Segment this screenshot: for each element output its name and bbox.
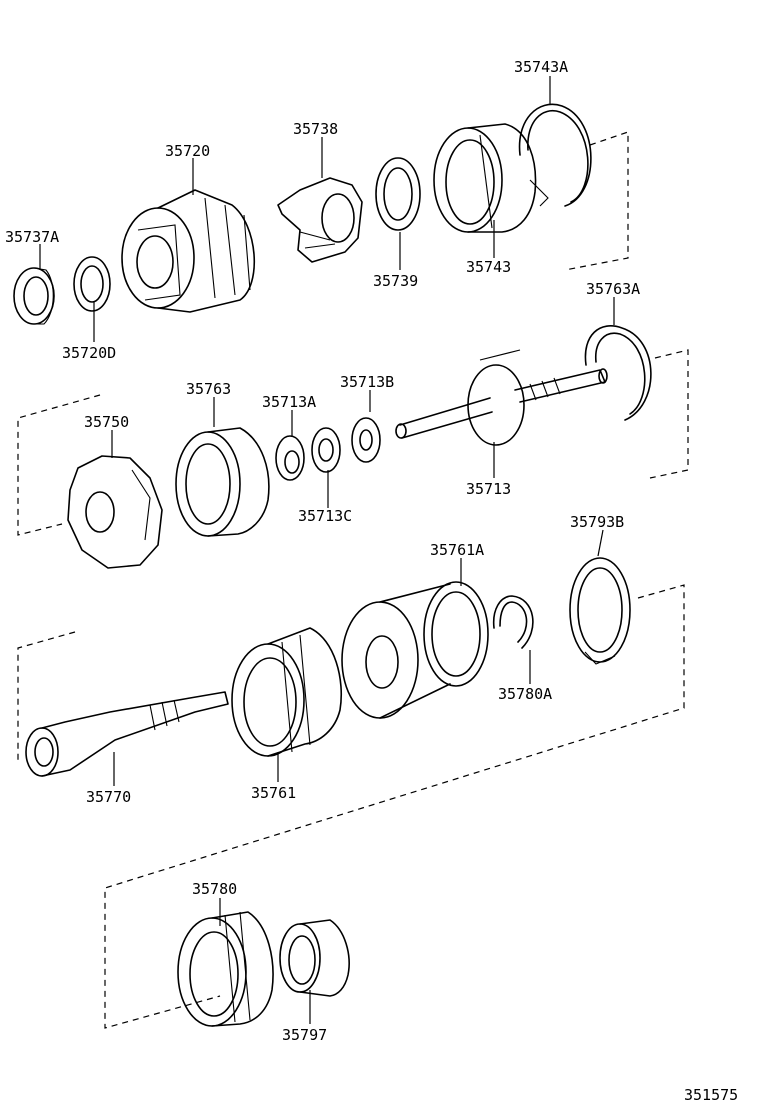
thrust-washer-35713B [351, 417, 381, 463]
label-35737A: 35737A [5, 228, 59, 246]
label-35713: 35713 [466, 480, 511, 498]
gear-drum-35720 [121, 189, 256, 313]
label-35743A: 35743A [514, 58, 568, 76]
sleeve-35738 [277, 177, 363, 263]
group-boundary-top [564, 131, 629, 271]
group-boundary-middle [17, 349, 689, 536]
label-35743: 35743 [466, 258, 511, 276]
ring-gear-35763 [175, 427, 270, 537]
label-35780A: 35780A [498, 685, 552, 703]
thrust-washer-35739 [375, 157, 421, 231]
label-35713A: 35713A [262, 393, 316, 411]
clutch-drum-35743 [433, 123, 549, 233]
label-35763A: 35763A [586, 280, 640, 298]
planetary-carrier-35750 [67, 455, 163, 569]
snap-ring-35743A [518, 103, 592, 207]
drum-35761A [341, 581, 489, 719]
label-35720D: 35720D [62, 344, 116, 362]
gear-35780 [177, 911, 274, 1027]
ring-gear-35761 [231, 627, 342, 757]
thrust-bearing-35713C [311, 427, 341, 473]
label-35750: 35750 [84, 413, 129, 431]
needle-bearing-35797 [279, 919, 350, 997]
label-35761A: 35761A [430, 541, 484, 559]
label-35738: 35738 [293, 120, 338, 138]
shaft-35770 [25, 691, 229, 777]
label-35720: 35720 [165, 142, 210, 160]
label-35713C: 35713C [298, 507, 352, 525]
label-35797: 35797 [282, 1026, 327, 1044]
washer-35720D [73, 256, 111, 312]
label-35713B: 35713B [340, 373, 394, 391]
label-35770: 35770 [86, 788, 131, 806]
ring-35793B [569, 557, 631, 665]
group-boundary-lower [17, 584, 685, 1029]
label-35780: 35780 [192, 880, 237, 898]
label-35793B: 35793B [570, 513, 624, 531]
snap-ring-35763A [584, 325, 652, 421]
leader-lines [39, 76, 615, 1024]
thrust-washer-35713A [275, 435, 305, 481]
snap-ring-35780A [492, 595, 534, 649]
part-labels: 35743A 35738 35720 35737A 35739 35743 35… [5, 58, 738, 1104]
label-35763: 35763 [186, 380, 231, 398]
output-shaft-35713 [395, 349, 608, 446]
label-35761: 35761 [251, 784, 296, 802]
diagram-code: 351575 [684, 1086, 738, 1104]
seal-35737A [13, 267, 55, 325]
label-35739: 35739 [373, 272, 418, 290]
